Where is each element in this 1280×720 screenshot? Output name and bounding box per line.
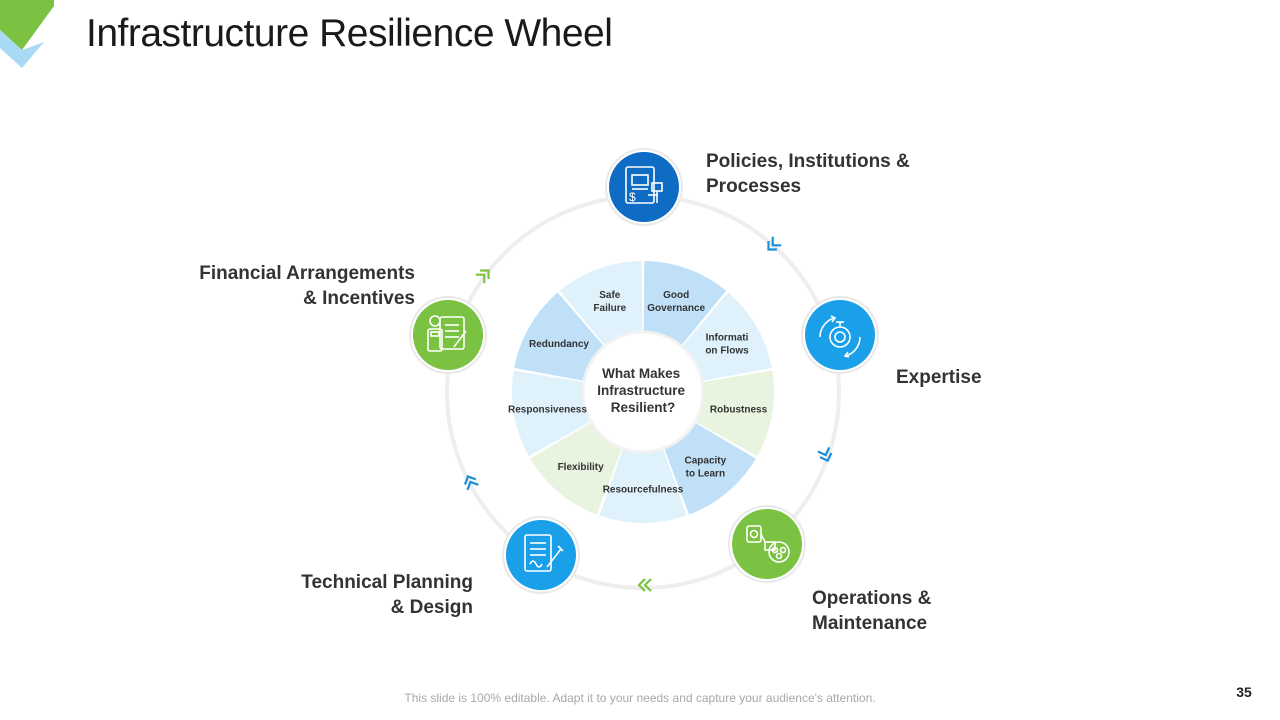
label-policies-line-1: Policies, Institutions & (706, 151, 910, 172)
label-operations-line-2: Maintenance (812, 613, 928, 634)
segment-label: Flexibility (558, 462, 605, 473)
segment-label-line: Robustness (710, 404, 768, 415)
wheel-segment (530, 422, 622, 515)
segment-label: Informati on Flows (705, 333, 749, 357)
segment-label-line: on Flows (705, 346, 749, 357)
chevron-icon (463, 475, 479, 491)
segment-label-line: Safe (599, 290, 621, 301)
segment-label-line: Good (663, 290, 689, 301)
svg-text:$: $ (629, 190, 636, 204)
label-financial: Financial Arrangements & Incentives (165, 261, 415, 311)
segment-group (512, 261, 775, 524)
center-line-1: What Makes (602, 366, 680, 381)
chevron-icon (475, 269, 490, 284)
center-line-3: Resilient? (611, 400, 676, 415)
label-policies: Policies, Institutions & Processes (706, 149, 910, 199)
segment-label-line: Informati (706, 333, 749, 344)
center-label: What Makes Infrastructure Resilient? (597, 366, 689, 415)
stopwatch-cycle-icon (819, 315, 861, 358)
chevron-icon (817, 446, 833, 463)
wheel-segment (514, 292, 604, 381)
segment-label-line: Flexibility (558, 462, 605, 473)
center-circle (581, 330, 705, 454)
logo-mark (0, 0, 54, 68)
page-title: Infrastructure Resilience Wheel (86, 12, 613, 55)
segment-label: Resourcefulness (603, 485, 684, 496)
segment-label-line: to Learn (686, 468, 725, 479)
label-financial-line-2: & Incentives (303, 288, 415, 309)
segment-label-line: Responsiveness (508, 404, 587, 415)
segment-label-line: Redundancy (529, 339, 589, 350)
node-expertise (801, 296, 879, 374)
team-gears-icon (746, 525, 790, 563)
signed-document-icon (524, 534, 564, 572)
center-line-2: Infrastructure (597, 383, 685, 398)
node-operations (728, 505, 806, 583)
segment-label-line: Resourcefulness (603, 485, 684, 496)
label-technical-line-1: Technical Planning (301, 572, 473, 593)
document-dollar-icon: $ (625, 166, 663, 204)
segment-label-line: Governance (647, 303, 705, 314)
segment-label-line: Failure (593, 303, 626, 314)
segment-label: Capacity to Learn (685, 455, 727, 479)
wheel-segment (664, 422, 756, 515)
label-financial-line-1: Financial Arrangements (199, 263, 415, 284)
segment-label: Responsiveness (508, 404, 587, 415)
node-policies: $ (605, 148, 683, 226)
wheel-segment (559, 261, 643, 346)
segment-label: Redundancy (529, 339, 589, 350)
label-technical: Technical Planning & Design (273, 570, 473, 620)
label-expertise: Expertise (896, 365, 982, 390)
node-technical (502, 516, 580, 594)
wheel-segment (695, 370, 775, 457)
label-expertise-line-1: Expertise (896, 367, 982, 388)
label-operations: Operations & Maintenance (812, 586, 931, 636)
chevron-icon (637, 578, 652, 592)
wheel-segment (512, 370, 591, 457)
wheel-segment (682, 292, 772, 381)
wheel-segment (643, 261, 727, 346)
footer-note: This slide is 100% editable. Adapt it to… (404, 691, 876, 705)
node-financial (409, 296, 487, 374)
label-technical-line-2: & Design (390, 597, 473, 618)
wheel-segment (599, 448, 687, 524)
segment-label: Robustness (710, 404, 768, 415)
calculator-document-icon (427, 315, 467, 352)
segment-label-line: Capacity (685, 455, 727, 466)
label-operations-line-1: Operations & (812, 588, 932, 609)
label-policies-line-2: Processes (706, 176, 802, 197)
chevron-icon (767, 236, 782, 251)
page-number: 35 (1236, 684, 1252, 700)
